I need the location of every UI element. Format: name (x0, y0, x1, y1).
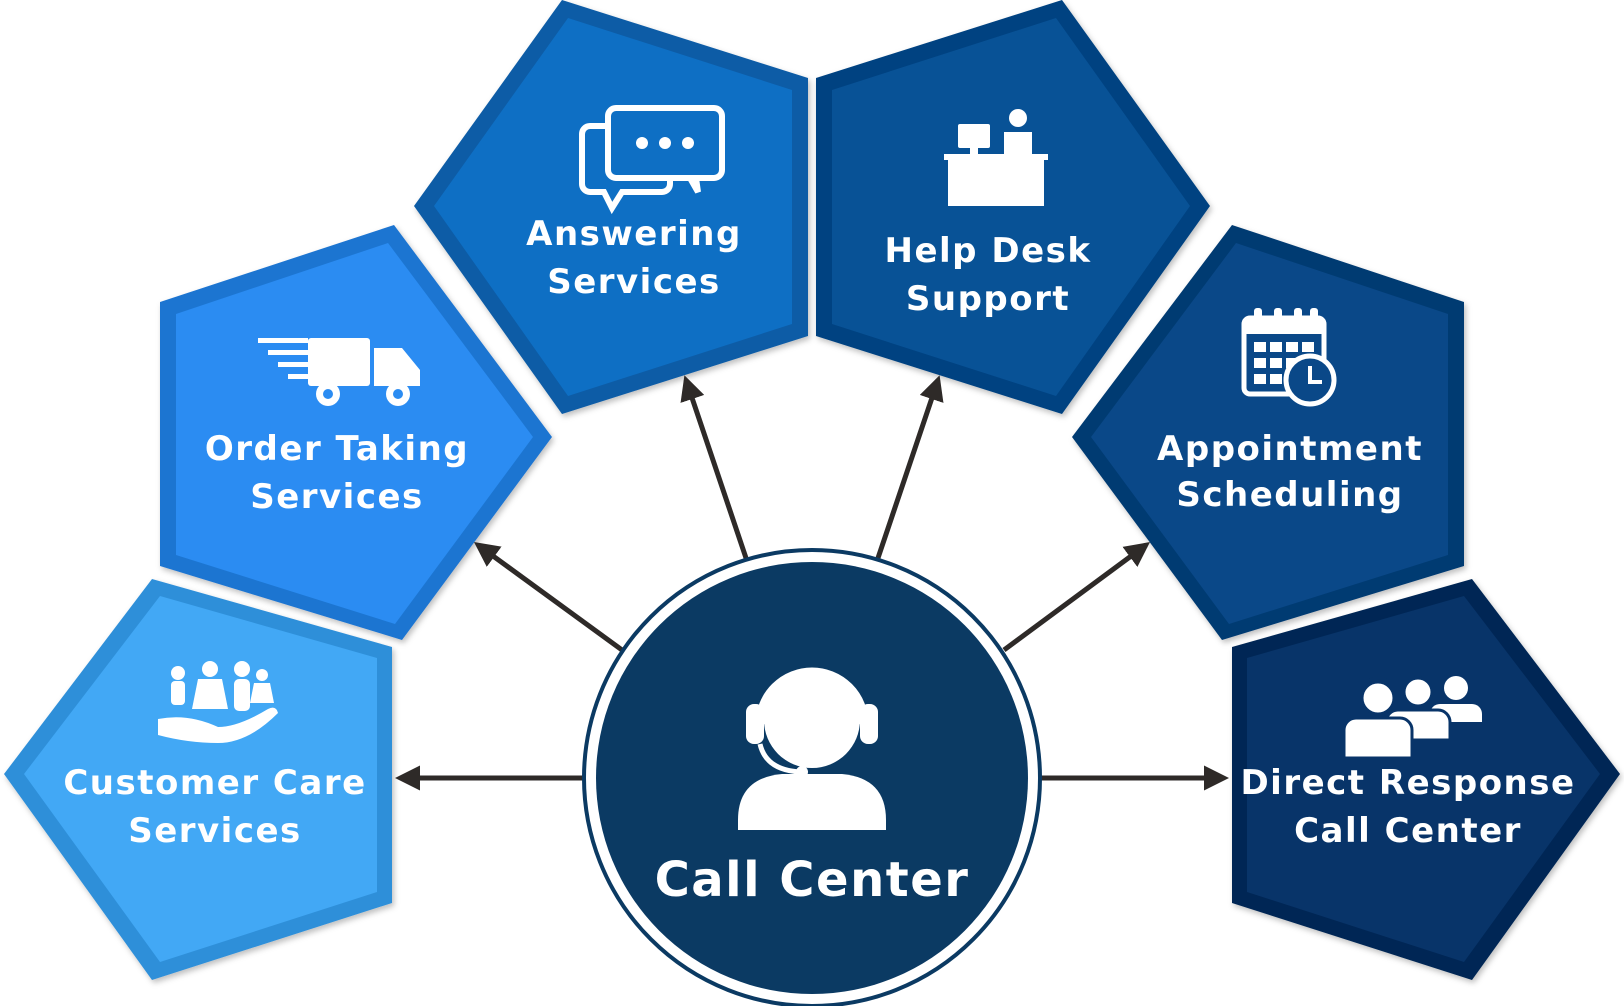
arrow-to-help-desk (875, 375, 944, 559)
service-answering: Answering Services (414, 0, 808, 414)
arrow-to-answering (680, 375, 749, 559)
family-hand-icon (158, 661, 278, 743)
sublabel-order-taking: Services (250, 477, 424, 517)
label-direct-response: Direct Response (1240, 763, 1575, 803)
chat-bubbles-icon (579, 105, 725, 215)
delivery-truck-icon (258, 338, 420, 406)
center-node: Call Center (582, 548, 1042, 1006)
label-answering: Answering (526, 214, 742, 254)
service-customer-care: Customer Care Services (4, 579, 392, 980)
label-appointment: Appointment (1157, 429, 1423, 469)
service-appointment: Appointment Scheduling (1072, 225, 1464, 640)
label-customer-care: Customer Care (63, 763, 366, 803)
service-direct-response: Direct Response Call Center (1232, 579, 1620, 980)
service-help-desk: Help Desk Support (816, 0, 1210, 414)
sublabel-customer-care: Services (128, 811, 302, 851)
help-desk-icon (944, 109, 1048, 206)
arrow-to-order-taking (473, 542, 624, 653)
arrow-to-appointment (1002, 542, 1151, 653)
label-help-desk: Help Desk (885, 231, 1092, 271)
headset-agent-icon (738, 667, 886, 830)
sublabel-appointment: Scheduling (1176, 475, 1403, 515)
center-label: Call Center (655, 852, 970, 908)
calendar-clock-icon (1241, 308, 1337, 407)
sublabel-help-desk: Support (906, 279, 1070, 319)
service-order-taking: Order Taking Services (160, 225, 552, 640)
arrows (395, 375, 1229, 791)
sublabel-answering: Services (547, 262, 721, 302)
sublabel-direct-response: Call Center (1294, 811, 1522, 851)
agents-group-icon (1342, 672, 1482, 760)
label-order-taking: Order Taking (205, 429, 469, 469)
